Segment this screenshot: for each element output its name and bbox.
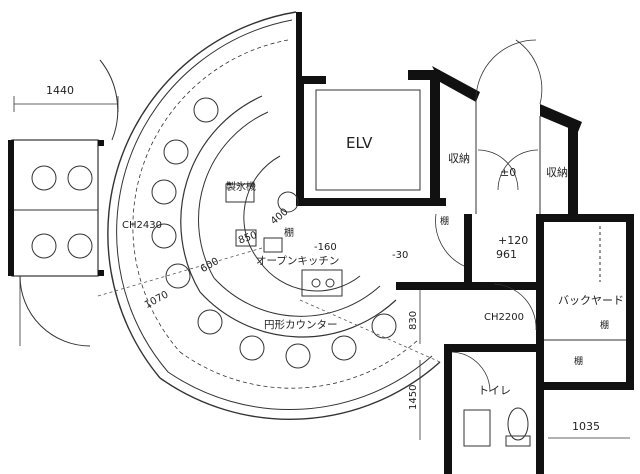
storage-left-label: 収納 [448, 152, 470, 165]
level-zero-label: ±0 [500, 166, 516, 179]
shelf-c-label: 棚 [574, 355, 583, 367]
level-minus-30-label: -30 [392, 250, 408, 261]
round-counter-label: 円形カウンター [264, 319, 338, 331]
ice-maker-label: 製氷機 [226, 180, 256, 193]
corridor-walls [396, 213, 540, 331]
level-minus-160-label: -160 [314, 242, 337, 253]
dim-600: 600 [199, 256, 221, 275]
bar-stools [151, 97, 397, 369]
storage-block [432, 39, 632, 222]
dim-400: 400 [269, 207, 291, 228]
ch2200-label: CH2200 [484, 312, 524, 323]
level-plus-label: +120 [498, 234, 528, 247]
shelf-b-label: 棚 [600, 319, 609, 331]
storage-right-label: 収納 [546, 166, 568, 179]
dim-830: 830 [408, 311, 419, 330]
kitchen-fixtures [225, 183, 343, 297]
dim-1440: 1440 [46, 84, 74, 97]
elevator-walls [296, 12, 446, 206]
dim-850: 850 [237, 230, 259, 247]
dimension-1440 [13, 96, 119, 112]
guide-lines [97, 247, 441, 363]
left-booth [8, 59, 119, 347]
backyard-label: バックヤード [558, 294, 624, 307]
open-kitchen-label: オープンキッチン [256, 255, 339, 267]
backyard-walls [536, 214, 634, 390]
elv-label: ELV [346, 134, 373, 152]
toilet-label: トイレ [478, 384, 511, 397]
outer-round-wall [107, 11, 441, 420]
shelf-center-label: 棚 [284, 226, 294, 239]
shelf-a-label: 棚 [440, 215, 449, 227]
dimension-lines-right [419, 290, 630, 440]
dim-1035: 1035 [572, 420, 600, 433]
elevator-car [315, 89, 421, 191]
dim-1450: 1450 [408, 385, 419, 410]
level-plus-2-label: 961 [496, 248, 517, 261]
toilet-block [444, 344, 544, 474]
dim-1070: 1070 [143, 289, 171, 311]
round-counter [180, 95, 397, 338]
ch2430-label: CH2430 [122, 220, 162, 231]
